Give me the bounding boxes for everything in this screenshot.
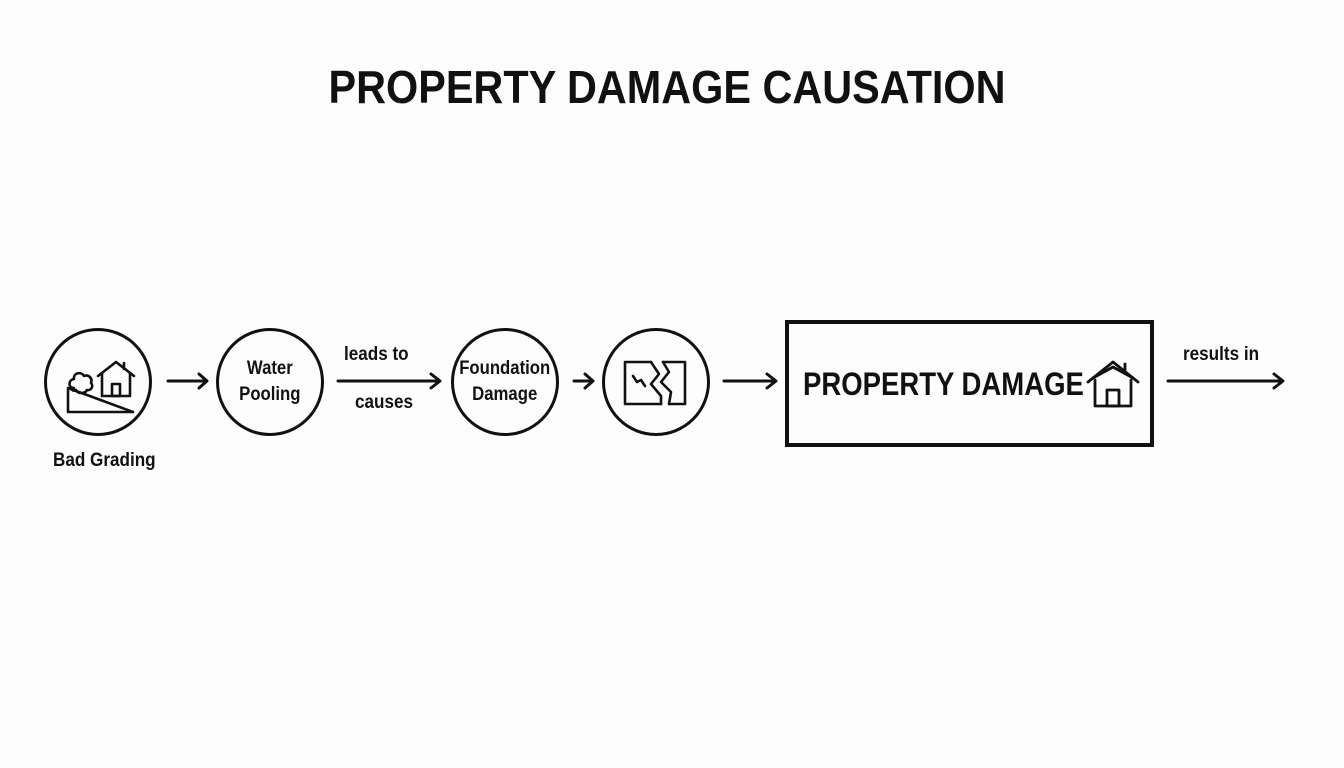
house-icon (1086, 360, 1140, 408)
node-cracked-wall (602, 328, 710, 436)
arrow-pooling-to-foundation (336, 372, 442, 390)
node-foundation-damage: Foundation Damage (451, 328, 559, 436)
caption-bad-grading: Bad Grading (53, 450, 156, 471)
edge-label-results-in: results in (1183, 344, 1260, 365)
node-property-damage: PROPERTY DAMAGE (785, 320, 1154, 447)
label-foundation-damage: Foundation Damage (459, 358, 551, 405)
arrow-foundation-to-crack (572, 372, 595, 390)
node-bad-grading (44, 328, 152, 436)
node-water-pooling: Water Pooling (216, 328, 324, 436)
slope-house-icon (66, 360, 136, 414)
edge-label-leads-to: leads to (344, 344, 409, 365)
arrow-crack-to-property (722, 372, 778, 390)
arrow-grading-to-pooling (166, 372, 209, 390)
edge-label-causes: causes (355, 392, 414, 413)
arrow-results-in (1166, 372, 1285, 390)
label-water-pooling: Water Pooling (239, 358, 301, 405)
label-property-damage: PROPERTY DAMAGE (803, 366, 1084, 402)
cracked-wall-icon (623, 360, 687, 406)
diagram-title: PROPERTY DAMAGE CAUSATION (328, 61, 1006, 113)
